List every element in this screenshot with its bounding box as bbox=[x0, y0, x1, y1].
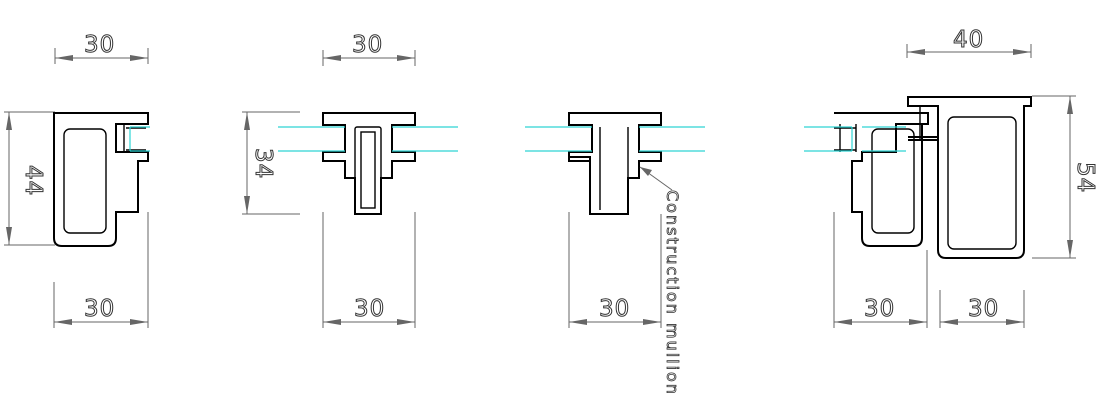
dim-2-bottom-label: 30 bbox=[354, 296, 385, 322]
dim-3-bottom-label: 30 bbox=[599, 296, 630, 322]
dim-4-right-label: 54 bbox=[1072, 162, 1098, 193]
dim-4-right: 54 bbox=[1032, 95, 1099, 259]
construction-mullion-leader: Construction mullion bbox=[639, 166, 682, 396]
dim-4-bottom-left-label: 30 bbox=[864, 296, 895, 322]
dim-1-top: 30 bbox=[54, 32, 149, 64]
dim-2-left-label: 34 bbox=[250, 148, 276, 179]
dim-4-bottom-right: 30 bbox=[939, 290, 1025, 328]
dim-2-top-label: 30 bbox=[352, 32, 383, 58]
dim-4-top: 40 bbox=[906, 27, 1032, 58]
dim-1-bottom-label: 30 bbox=[84, 296, 115, 322]
profile-2: 30 34 30 bbox=[242, 32, 458, 328]
profile-4: 40 54 30 bbox=[804, 27, 1099, 328]
dim-1-left-label: 44 bbox=[20, 165, 46, 196]
dim-4-bottom-right-label: 30 bbox=[968, 296, 999, 322]
dim-2-top: 30 bbox=[322, 32, 416, 66]
dim-2-left: 34 bbox=[242, 111, 300, 215]
dim-3-bottom: 30 bbox=[568, 212, 662, 328]
dim-4-top-label: 40 bbox=[953, 27, 984, 53]
dim-4-bottom-left: 30 bbox=[833, 212, 928, 328]
profile-1: 30 44 30 bbox=[4, 32, 150, 328]
dim-2-bottom: 30 bbox=[322, 212, 416, 328]
construction-mullion-label: Construction mullion bbox=[663, 190, 682, 396]
dim-1-bottom: 30 bbox=[53, 212, 149, 328]
dim-1-top-label: 30 bbox=[84, 32, 115, 58]
dim-1-left: 44 bbox=[4, 111, 55, 246]
profile-3: Construction mullion 30 bbox=[525, 112, 705, 396]
